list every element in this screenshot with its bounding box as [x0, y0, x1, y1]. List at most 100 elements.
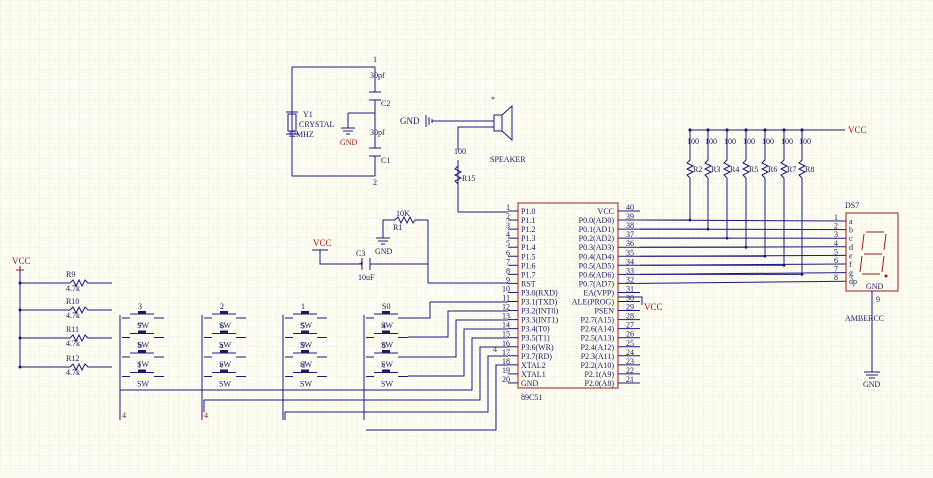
array-vcc-label: VCC: [848, 125, 867, 135]
pullup-junction: [19, 366, 22, 369]
r1-value: 10K: [396, 209, 410, 218]
mcu-right-pin-num: 35: [626, 248, 634, 257]
switch-button: [138, 331, 146, 334]
array-resistor-value: 100: [743, 137, 755, 146]
mcu-ea-vcc-label: VCC: [644, 302, 663, 312]
mcu-right-pin-name: EA(VPP): [583, 288, 614, 297]
array-resistor-value: 100: [781, 137, 793, 146]
mcu-right-pin-name: P0.2(AD2): [579, 234, 615, 243]
mcu-left-pin-num: 19: [502, 366, 510, 375]
mcu-right-pin-name: P2.0(A8): [584, 379, 614, 388]
mcu-name: 89C51: [521, 393, 542, 402]
mcu-right-pin-name: P0.7(AD7): [579, 279, 615, 288]
mcu-left-pin-name: P3.4(T0): [521, 325, 550, 334]
speaker-star: *: [491, 95, 495, 104]
mcu-left-pin-name: P1.7: [521, 270, 535, 279]
display-seg-pin-num: 8: [834, 273, 838, 282]
array-resistor-ref: R7: [787, 165, 796, 174]
reset-vcc-label: VCC: [313, 238, 332, 248]
mcu-right-pin-name: P2.7(A15): [580, 316, 614, 325]
mcu-right-pin-name: P0.4(AD4): [579, 252, 615, 261]
mcu-right-pin-num: 27: [626, 321, 634, 330]
mcu-right-pin-num: 37: [626, 230, 634, 239]
mcu-right-pin-name: P2.4(A12): [580, 343, 614, 352]
mcu-right-pin-name: P2.3(A11): [581, 352, 615, 361]
pullup-value: 4.7k: [66, 284, 80, 293]
switch-button: [220, 370, 228, 373]
mcu-left-pin-num: 20: [502, 375, 510, 384]
array-resistor-value: 100: [799, 137, 811, 146]
switch-key-label: 5: [301, 322, 305, 331]
mcu-left-pin-name: GND: [521, 379, 539, 388]
mcu-right-pin-name: P0.5(AD5): [579, 261, 615, 270]
switch-key-label: f: [138, 361, 141, 370]
switch-key-label: 8: [382, 341, 386, 350]
mcu-left-pin-name: P3.1(TXD): [521, 298, 558, 307]
mcu-right-pin-num: 24: [626, 348, 634, 357]
mcu-left-pin-name: P1.5: [521, 252, 535, 261]
switch-button: [138, 311, 146, 314]
array-resistor-ref: R5: [749, 165, 758, 174]
mcu-right-pin-name: PSEN: [594, 307, 614, 316]
switch-key-label: 7: [138, 322, 142, 331]
switch-key-label: c: [382, 361, 386, 370]
mcu-left-pin-name: P3.3(INT1): [521, 316, 558, 325]
mcu-right-pin-num: 33: [626, 266, 634, 275]
switch-button: [301, 311, 309, 314]
mcu-right-pin-num: 29: [626, 303, 634, 312]
pullup-value: 4.7k: [66, 339, 80, 348]
switch-button: [138, 350, 146, 353]
switch-key-label: 1: [301, 302, 305, 311]
array-resistor-value: 100: [724, 137, 736, 146]
mcu-right-pin-name: P2.2(A10): [580, 361, 614, 370]
pullup-junction: [19, 337, 22, 340]
switch-button: [220, 350, 228, 353]
mcu-right-pin-name: P0.0(AD0): [579, 216, 615, 225]
mcu-left-pin-name: P1.1: [521, 216, 535, 225]
c3-ref: C3: [356, 249, 365, 258]
switch-button: [382, 331, 390, 334]
mcu-left-pin-num: 11: [502, 294, 510, 303]
array-resistor-value: 100: [705, 137, 717, 146]
mcu-left-pin-name: P3.2(INT0): [521, 307, 558, 316]
mcu-right-pin-num: 34: [626, 257, 634, 266]
mcu-left-pin-name: XTAL2: [521, 361, 546, 370]
mcu-right-pin-num: 38: [626, 221, 634, 230]
switch-key-label: a: [220, 341, 224, 350]
mcu-left-pin-num: 9: [506, 275, 510, 284]
mcu-left-pin-num: 4: [506, 230, 510, 239]
keypad-pin-4-b: 4: [204, 411, 208, 420]
mcu-left-pin-num: 14: [502, 321, 510, 330]
mcu-left-pin-name: P1.0: [521, 207, 535, 216]
pullup-ref: R11: [66, 325, 79, 334]
crystal-type: CRYSTAL: [299, 120, 334, 129]
display-pin9: 9: [876, 295, 880, 304]
switch-key-label: S0: [382, 302, 390, 311]
mcu-left-pin-num: 13: [502, 312, 510, 321]
switch-button: [301, 331, 309, 334]
mcu-right-pin-num: 26: [626, 330, 634, 339]
mcu-right-pin-name: ALE(PROG): [572, 298, 615, 307]
mcu-left-pin-name: P1.2: [521, 225, 535, 234]
mcu-left-pin-num: 12: [502, 303, 510, 312]
mcu-right-pin-num: 22: [626, 366, 634, 375]
switch-key-label: e: [220, 361, 224, 370]
mcu-left-pin-num: 3: [506, 221, 510, 230]
mcu-left-pin-num: 17: [502, 348, 510, 357]
mcu-right-pin-num: 28: [626, 312, 634, 321]
display-gnd-label: GND: [863, 380, 881, 389]
switch-ref: SW: [137, 380, 149, 389]
array-resistor-ref: R2: [693, 165, 702, 174]
pullup-ref: R10: [66, 297, 79, 306]
c2-value: 30pf: [370, 71, 385, 80]
switch-key-label: 2: [220, 302, 224, 311]
c3-plus: +: [359, 259, 364, 268]
crystal-value: 12MHZ: [288, 130, 314, 139]
mcu-left-pin-num: 7: [506, 257, 510, 266]
osc-pin-label-1: 1: [373, 55, 377, 64]
mcu-right-pin-num: 30: [626, 294, 634, 303]
mcu-left-pin-name: P3.0(RXD): [521, 288, 558, 297]
display-gnd-pin: GND: [866, 282, 884, 291]
mcu-left-pin-num: 1: [506, 203, 510, 212]
